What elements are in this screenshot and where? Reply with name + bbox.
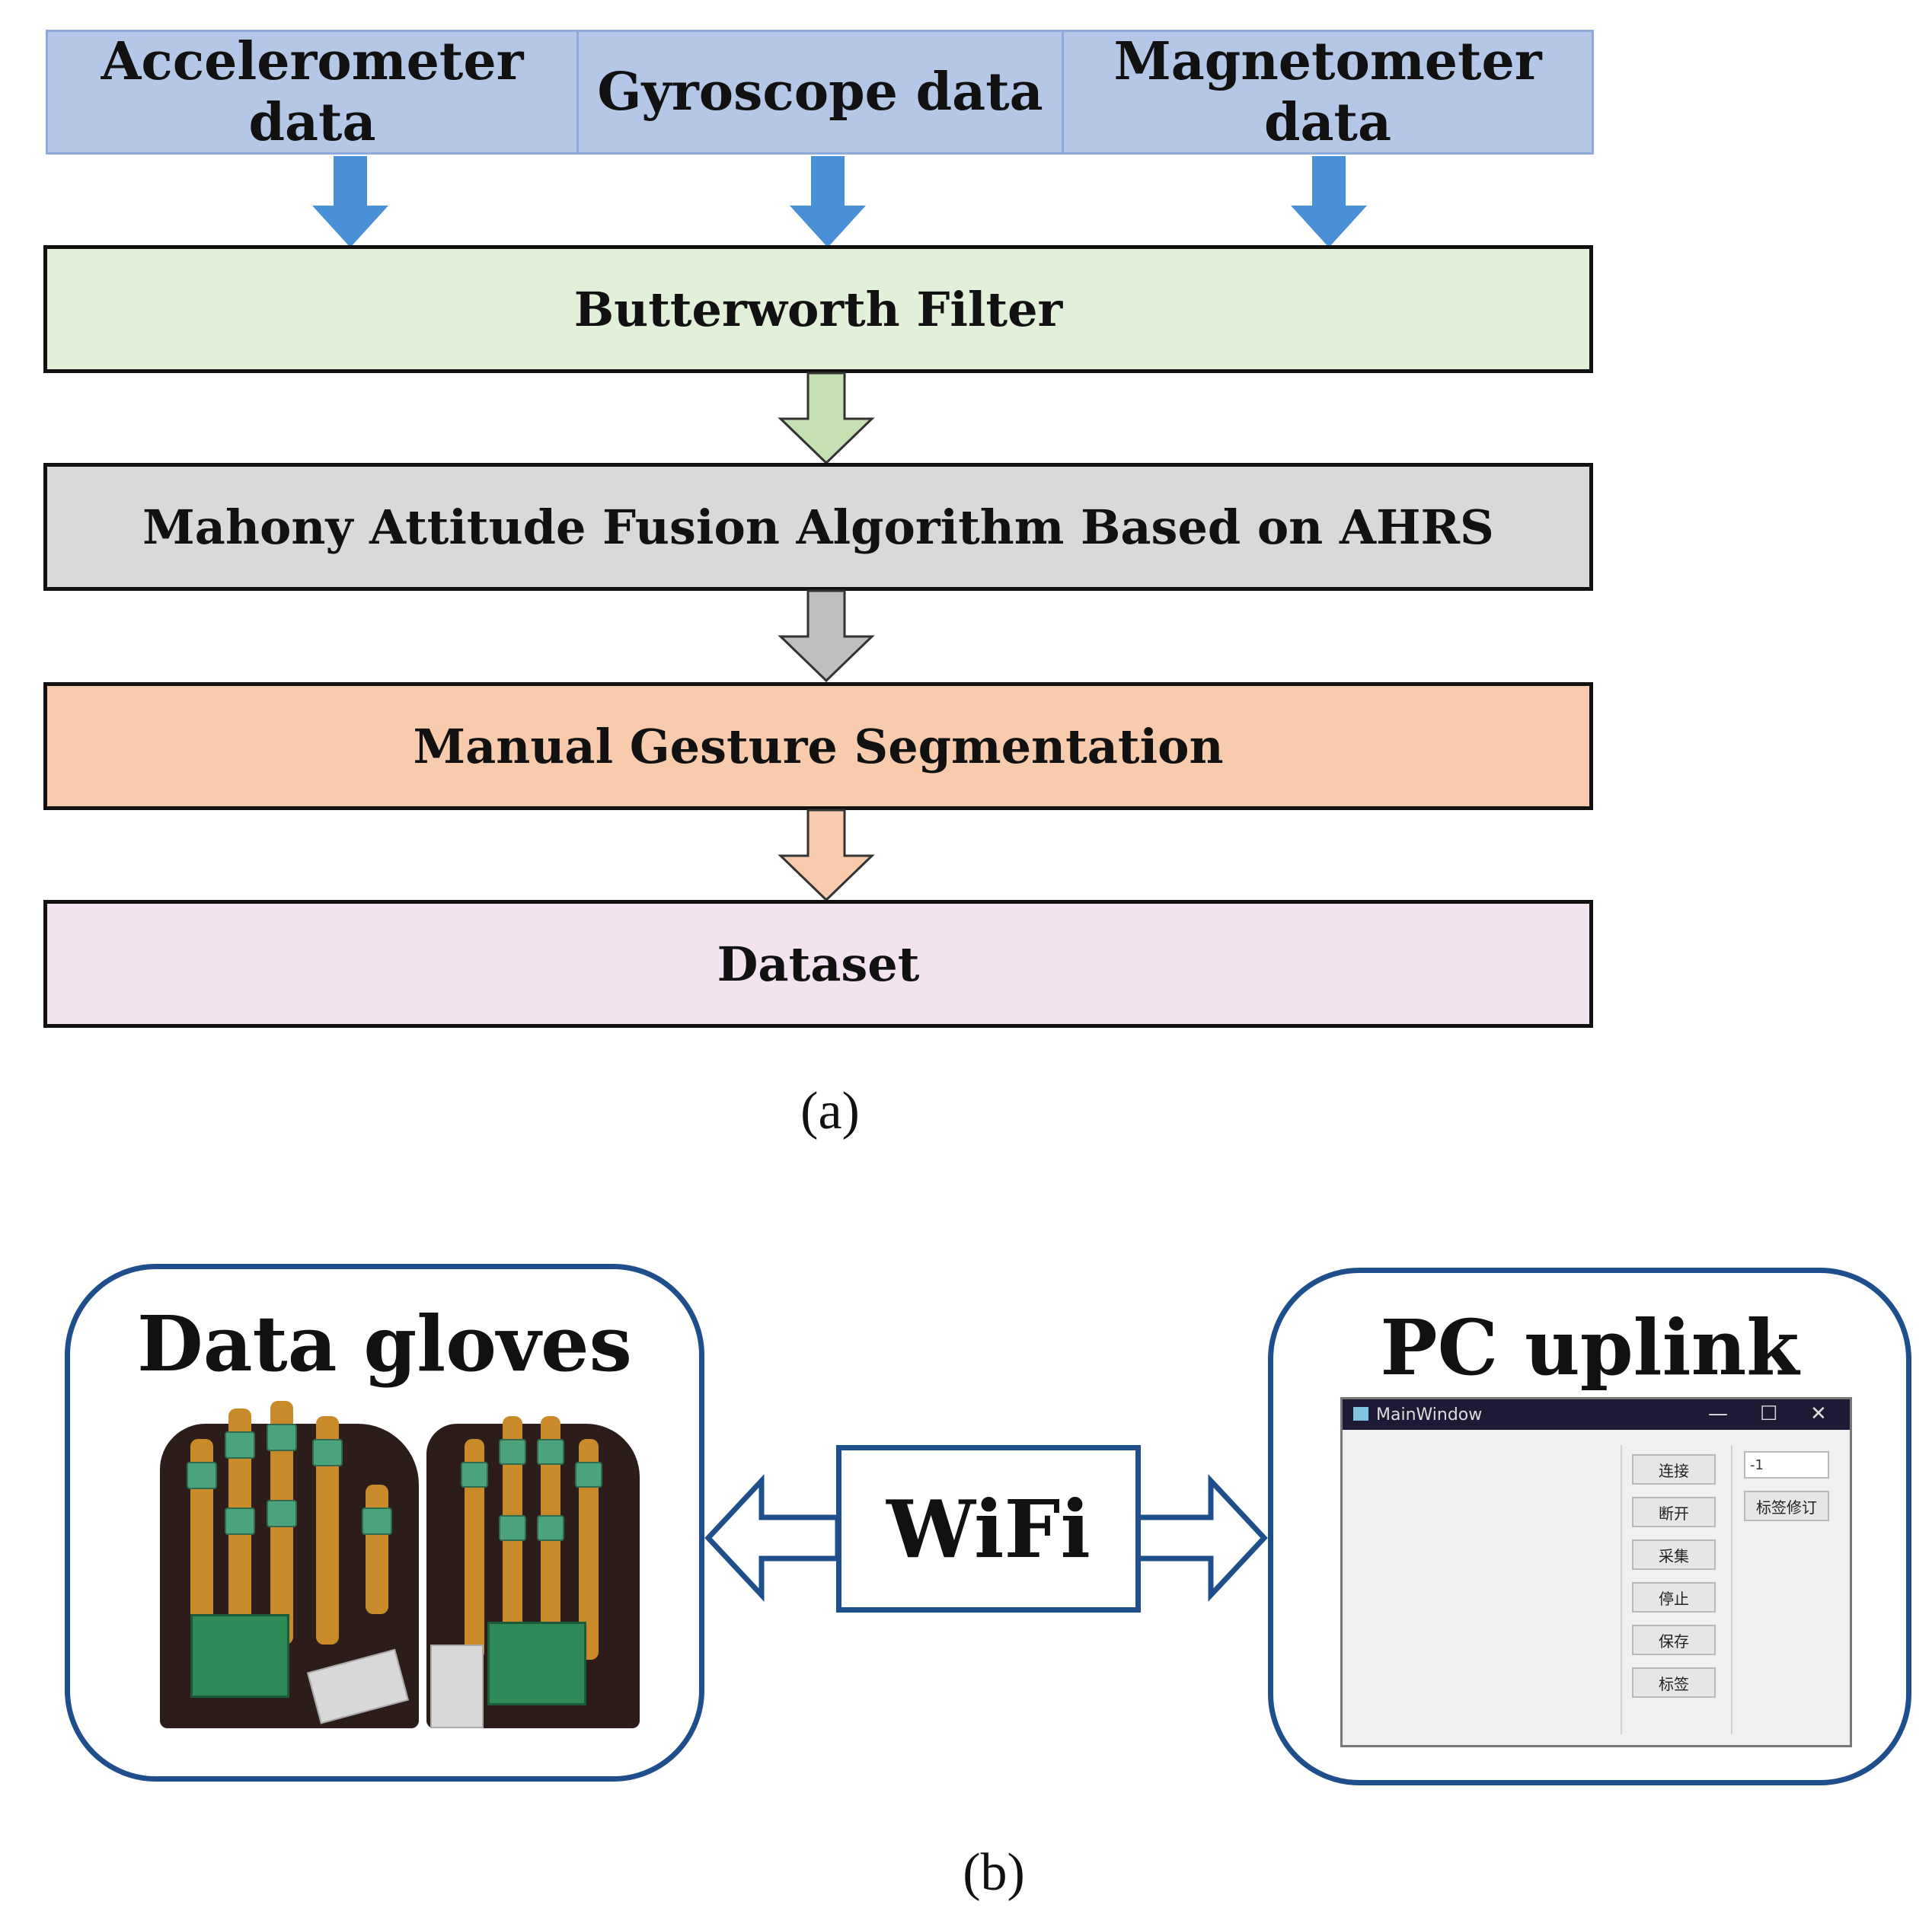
down-arrow-icon — [1291, 156, 1367, 247]
stop-button[interactable]: 停止 — [1632, 1582, 1716, 1613]
stage-label: Manual Gesture Segmentation — [413, 718, 1224, 774]
down-arrow-icon — [790, 156, 866, 247]
right-arrow-icon — [1132, 1474, 1268, 1602]
collect-button[interactable]: 采集 — [1632, 1539, 1716, 1570]
app-icon — [1353, 1407, 1368, 1421]
stage-label: Dataset — [717, 936, 920, 992]
stage-dataset: Dataset — [43, 900, 1593, 1028]
main-window: MainWindow — ☐ ✕ 连接 断开 采集 停止 保存 标签 -1 标签… — [1340, 1397, 1852, 1747]
sensor-chip — [225, 1507, 255, 1535]
minimize-icon[interactable]: — — [1708, 1402, 1728, 1425]
stage-label: Mahony Attitude Fusion Algorithm Based o… — [142, 499, 1494, 555]
maximize-icon[interactable]: ☐ — [1760, 1402, 1778, 1425]
panel-divider — [1731, 1445, 1732, 1734]
sensor-chip — [575, 1462, 602, 1488]
sensor-chip — [312, 1439, 343, 1466]
circuit-board — [190, 1614, 289, 1698]
stage-arrow-3 — [778, 809, 875, 902]
panel-divider — [1621, 1445, 1622, 1734]
glove-photo — [145, 1393, 647, 1728]
window-title-bar: MainWindow — ☐ ✕ — [1343, 1399, 1850, 1430]
sensor-chip — [461, 1462, 488, 1488]
sensor-chip — [267, 1500, 297, 1527]
sensor-chip — [362, 1507, 392, 1535]
wifi-box: WiFi — [836, 1445, 1141, 1613]
save-button[interactable]: 保存 — [1632, 1625, 1716, 1655]
source-box-magnetometer: Magnetometer data — [1062, 30, 1594, 155]
sensor-chip — [187, 1462, 217, 1489]
stage-butterworth-filter: Butterworth Filter — [43, 245, 1593, 373]
sensor-chip — [225, 1431, 255, 1459]
source-label: Gyroscope data — [597, 62, 1043, 123]
wifi-label: WiFi — [886, 1482, 1091, 1576]
data-gloves-title: Data gloves — [137, 1299, 632, 1389]
caption-a: (a) — [800, 1082, 860, 1141]
label-button[interactable]: 标签 — [1632, 1667, 1716, 1698]
sensor-chip — [499, 1515, 526, 1541]
pc-uplink-title: PC uplink — [1380, 1303, 1799, 1393]
circuit-board — [487, 1622, 586, 1705]
source-arrows — [312, 156, 1367, 247]
sensor-chip — [537, 1515, 564, 1541]
source-label: Magnetometer data — [1113, 31, 1542, 153]
stage-label: Butterworth Filter — [573, 281, 1063, 337]
battery — [430, 1645, 484, 1728]
close-icon[interactable]: ✕ — [1810, 1402, 1827, 1425]
label-revise-button[interactable]: 标签修订 — [1744, 1491, 1829, 1521]
down-arrow-icon — [778, 372, 875, 465]
stage-arrow-2 — [778, 589, 875, 683]
sensor-chip — [537, 1439, 564, 1465]
stage-mahony-fusion: Mahony Attitude Fusion Algorithm Based o… — [43, 463, 1593, 591]
down-arrow-icon — [312, 156, 388, 247]
stage-gesture-segmentation: Manual Gesture Segmentation — [43, 682, 1593, 810]
down-arrow-icon — [778, 809, 875, 902]
window-title: MainWindow — [1376, 1405, 1483, 1424]
left-arrow-icon — [704, 1474, 841, 1602]
source-box-accelerometer: Accelerometer data — [46, 30, 579, 155]
source-label: Accelerometer data — [101, 31, 524, 153]
source-box-gyroscope: Gyroscope data — [576, 30, 1064, 155]
caption-b: (b) — [963, 1843, 1025, 1902]
label-input[interactable]: -1 — [1744, 1451, 1829, 1479]
left-glove-strip — [366, 1485, 388, 1614]
disconnect-button[interactable]: 断开 — [1632, 1497, 1716, 1527]
stage-arrow-1 — [778, 372, 875, 465]
sensor-chip — [499, 1439, 526, 1465]
connect-button[interactable]: 连接 — [1632, 1454, 1716, 1485]
down-arrow-icon — [778, 589, 875, 683]
sensor-chip — [267, 1424, 297, 1451]
